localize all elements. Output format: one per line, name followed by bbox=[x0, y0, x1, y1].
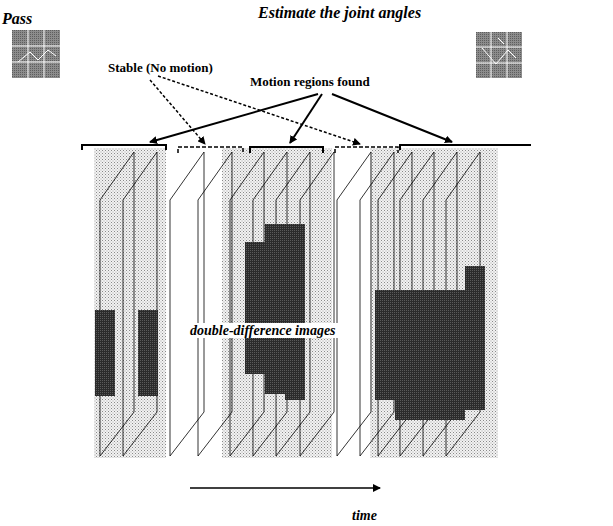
motion-region bbox=[370, 148, 498, 458]
image-frame bbox=[100, 152, 134, 456]
image-frame bbox=[198, 152, 232, 456]
callout-label: Motion regions found bbox=[250, 75, 370, 89]
image-frames bbox=[100, 152, 480, 456]
image-frame bbox=[300, 152, 334, 456]
difference-blocks bbox=[95, 224, 485, 420]
image-frame bbox=[123, 152, 157, 456]
image-frame bbox=[337, 152, 371, 456]
time-arrow bbox=[190, 487, 380, 489]
region-label: double-difference images bbox=[188, 323, 338, 338]
motion-region bbox=[94, 148, 166, 458]
motion-region bbox=[222, 148, 332, 458]
time-brackets bbox=[82, 145, 531, 153]
pose-icon bbox=[476, 32, 522, 78]
image-frame bbox=[230, 152, 264, 456]
step-label: Estimate the joint angles bbox=[258, 4, 421, 22]
axis-label: time bbox=[352, 508, 377, 523]
image-frame bbox=[170, 152, 204, 456]
image-frame bbox=[360, 152, 394, 456]
leader-arrows bbox=[150, 94, 452, 143]
pose-icon bbox=[12, 30, 60, 78]
callout-label: Stable (No motion) bbox=[108, 61, 213, 75]
step-label: Pass bbox=[2, 10, 32, 28]
